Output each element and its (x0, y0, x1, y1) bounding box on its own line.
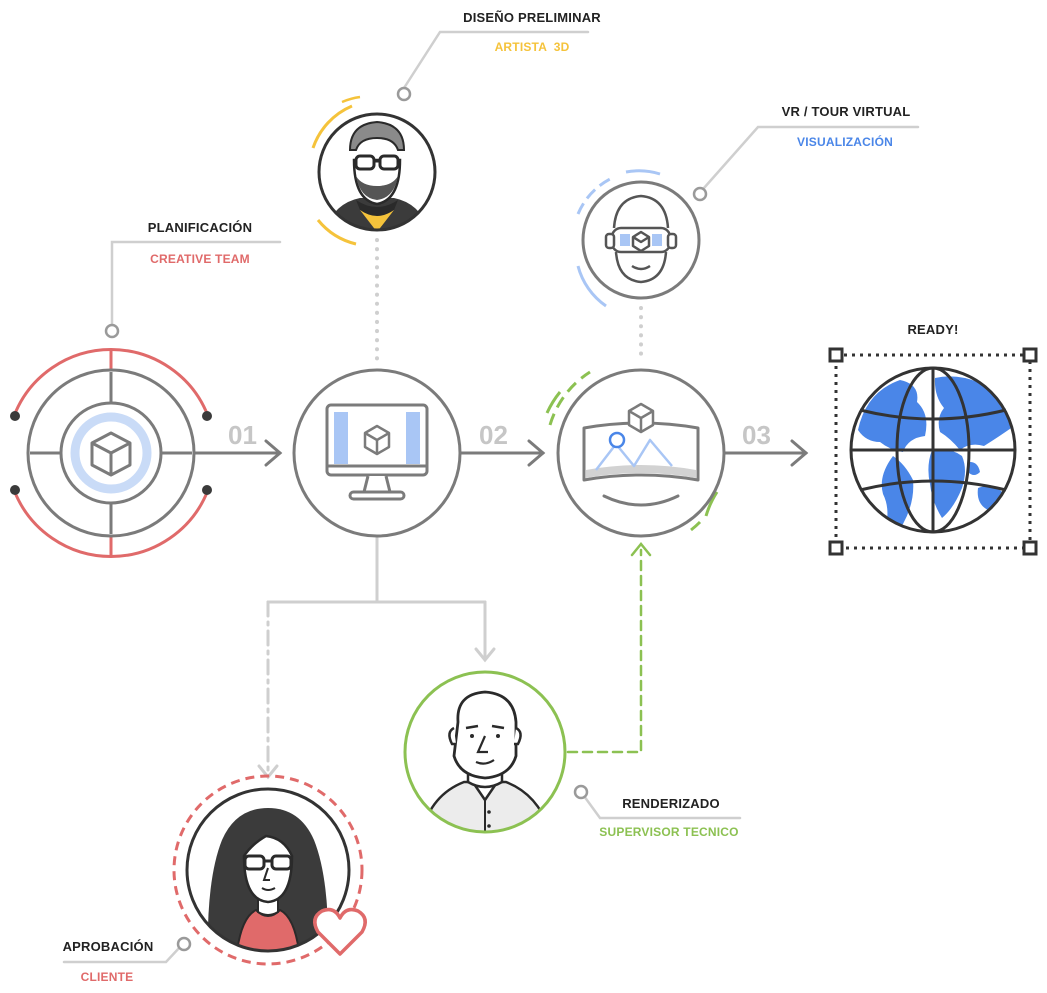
ready-title: READY! (907, 322, 958, 337)
leader-design (402, 30, 590, 90)
render-node (545, 368, 726, 538)
connectors (62, 30, 920, 964)
cube-icon (90, 431, 132, 477)
label-planning: PLANIFICACIÓN CREATIVE TEAM (148, 220, 252, 266)
label-vr: VR / TOUR VIRTUAL VISUALIZACIÓN (782, 104, 911, 149)
render-green-arcs (545, 370, 719, 532)
label-approval: APROBACIÓN CLIENTE (63, 939, 154, 984)
artist-avatar (311, 95, 437, 246)
vr-title: VR / TOUR VIRTUAL (782, 104, 911, 119)
selection-frame (834, 353, 1032, 550)
vr-avatar (576, 169, 701, 308)
leader-dot-planning (104, 323, 120, 339)
design-node (292, 368, 462, 538)
step-number-02: 02 (479, 420, 508, 450)
step-number-01: 01 (228, 420, 257, 450)
supervisor-avatar (403, 670, 567, 834)
design-subtitle: ARTISTA 3D (495, 40, 570, 54)
label-ready: READY! (907, 322, 958, 337)
leader-vr (702, 125, 920, 190)
render-title: RENDERIZADO (622, 796, 720, 811)
planning-node (10, 348, 212, 558)
green-link-supervisor-to-render (566, 542, 652, 754)
panorama-cube-icon (582, 402, 700, 507)
approval-title: APROBACIÓN (63, 939, 154, 954)
approval-subtitle: CLIENTE (81, 970, 134, 984)
client-avatar (172, 774, 367, 966)
planning-subtitle: CREATIVE TEAM (150, 252, 250, 266)
heart-icon (313, 907, 367, 956)
ready-node (828, 347, 1038, 556)
label-render: RENDERIZADO SUPERVISOR TECNICO (599, 796, 738, 839)
monitor-cube-icon (325, 403, 429, 501)
leader-planning (110, 240, 282, 326)
leader-dot-design (396, 86, 412, 102)
vr-subtitle: VISUALIZACIÓN (797, 134, 893, 149)
leader-dot-render (573, 784, 589, 800)
leader-dot-vr (692, 186, 708, 202)
leader-approval (62, 945, 182, 964)
leader-render (582, 794, 742, 820)
arrow-design-to-render (459, 439, 546, 467)
step-number-03: 03 (742, 420, 771, 450)
arrow-planning-to-design (193, 439, 283, 467)
label-design: DISEÑO PRELIMINAR ARTISTA 3D (463, 10, 601, 54)
design-title: DISEÑO PRELIMINAR (463, 10, 601, 25)
planning-title: PLANIFICACIÓN (148, 220, 252, 235)
leader-dot-approval (176, 936, 192, 952)
arrow-render-to-ready (723, 439, 809, 467)
render-subtitle: SUPERVISOR TECNICO (599, 825, 738, 839)
